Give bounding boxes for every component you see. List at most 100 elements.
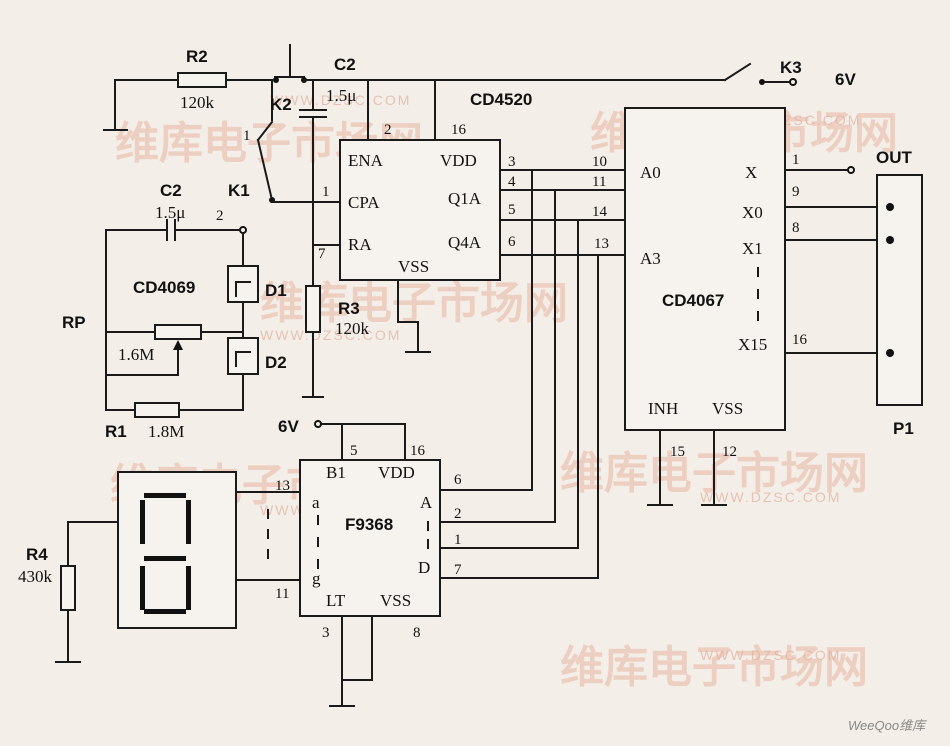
supply-label: 6V bbox=[835, 70, 856, 89]
d2-label: D2 bbox=[265, 353, 287, 372]
d1-inverter bbox=[227, 265, 259, 303]
r4-resistor: R4 430k bbox=[18, 521, 119, 663]
pin-ena: ENA bbox=[348, 151, 384, 170]
r3-label: R3 bbox=[338, 299, 360, 318]
k1-pos-label: 2 bbox=[216, 208, 224, 224]
pin-a3: A3 bbox=[640, 249, 661, 268]
pin-number: 10 bbox=[592, 154, 607, 170]
rp-value: 1.6M bbox=[118, 345, 154, 364]
watermark-url: WWW.DZSC.COM bbox=[270, 92, 411, 108]
r2-value: 120k bbox=[180, 93, 215, 112]
counter-bus bbox=[439, 169, 626, 579]
supply-label: 6V bbox=[278, 417, 299, 436]
r1-label: R1 bbox=[105, 422, 127, 441]
pin-b1: B1 bbox=[326, 463, 346, 482]
pin-ra: RA bbox=[348, 235, 372, 254]
pin-vdd: VDD bbox=[440, 151, 477, 170]
watermark-url: WWW.DZSC.COM bbox=[260, 327, 401, 343]
c2-label: C2 bbox=[334, 55, 356, 74]
pin-number: 1 bbox=[322, 184, 330, 200]
pin-number: 8 bbox=[792, 220, 800, 236]
ic-label: CD4520 bbox=[470, 90, 532, 109]
pin-number: 3 bbox=[322, 625, 330, 641]
r2-resistor bbox=[177, 72, 227, 88]
pin-number: 1 bbox=[454, 532, 462, 548]
k1-pos-label: 1 bbox=[243, 128, 251, 144]
d1-label: D1 bbox=[265, 281, 287, 300]
r3-resistor: R3 120k bbox=[302, 285, 370, 398]
pin-number: 16 bbox=[792, 332, 808, 348]
pin-number: 8 bbox=[413, 625, 421, 641]
f9368-chip: B1 VDD a g A D LT VSS F9368 6V 5 1 6 13 1… bbox=[275, 417, 462, 707]
pin-a: a bbox=[312, 493, 320, 512]
c2-value: 1.5μ bbox=[155, 203, 185, 222]
r1-resistor bbox=[134, 402, 180, 418]
pin-aa: A bbox=[420, 493, 433, 512]
pin-g: g bbox=[312, 569, 321, 588]
pin-number: 4 bbox=[508, 174, 516, 190]
oscillator: CD4069 C2 1.5μ K1 2 1 RP 1.6M R1 1.8M D1… bbox=[62, 128, 287, 441]
p1-label: P1 bbox=[893, 419, 914, 438]
r1-value: 1.8M bbox=[148, 422, 184, 441]
r3-value: 120k bbox=[335, 319, 370, 338]
pin-number: 6 bbox=[454, 472, 462, 488]
pin-number: 16 bbox=[451, 122, 467, 138]
r4-value: 430k bbox=[18, 567, 53, 586]
pin-q4a: Q4A bbox=[448, 233, 482, 252]
ic-label: F9368 bbox=[345, 515, 393, 534]
pin-vss: VSS bbox=[380, 591, 411, 610]
pin-number: 1 bbox=[792, 152, 800, 168]
pin-vdd: VDD bbox=[378, 463, 415, 482]
seven-segment-display bbox=[117, 471, 301, 629]
pin-number: 15 bbox=[670, 444, 685, 460]
rp-label: RP bbox=[62, 313, 86, 332]
pin-q1a: Q1A bbox=[448, 189, 482, 208]
k3-label: K3 bbox=[780, 58, 802, 77]
p1-connector: OUT P1 bbox=[876, 148, 923, 438]
r4-label: R4 bbox=[26, 545, 48, 564]
rp-potentiometer bbox=[154, 324, 202, 340]
pin-number: 2 bbox=[384, 122, 392, 138]
d2-inverter bbox=[227, 337, 259, 375]
ic-label: CD4067 bbox=[662, 291, 724, 310]
k1-label: K1 bbox=[228, 181, 250, 200]
pin-number: 9 bbox=[792, 184, 800, 200]
ic-label: CD4069 bbox=[133, 278, 195, 297]
pin-number: 5 bbox=[508, 202, 516, 218]
pin-number: 13 bbox=[275, 478, 290, 494]
k1-switch bbox=[239, 79, 341, 234]
pin-cpa: CPA bbox=[348, 193, 380, 212]
pin-d: D bbox=[418, 558, 430, 577]
watermark-text: 维库电子市场网 bbox=[560, 642, 868, 693]
pin-number: 11 bbox=[275, 586, 289, 602]
k3-switch bbox=[723, 62, 752, 82]
k2-label: K2 bbox=[270, 95, 292, 114]
pin-number: 14 bbox=[592, 204, 608, 220]
pin-number: 3 bbox=[508, 154, 516, 170]
pin-vss: VSS bbox=[712, 399, 743, 418]
pin-number: 6 bbox=[508, 234, 516, 250]
pin-x15: X15 bbox=[738, 335, 767, 354]
pin-number: 2 bbox=[454, 506, 462, 522]
pin-a0: A0 bbox=[640, 163, 661, 182]
pin-lt: LT bbox=[326, 591, 346, 610]
c2-label: C2 bbox=[160, 181, 182, 200]
pin-number: 7 bbox=[454, 562, 462, 578]
pin-number: 5 bbox=[350, 443, 358, 459]
out-label: OUT bbox=[876, 148, 913, 167]
cd4520-chip: ENA CPA RA VDD Q1A Q4A VSS CD4520 2 16 1… bbox=[312, 90, 532, 353]
pin-vss: VSS bbox=[398, 257, 429, 276]
footer-brand: WeeQoo维库 bbox=[848, 718, 927, 733]
cd4067-chip: A0 A3 X X0 X1 X15 INH VSS CD4067 10 11 1… bbox=[592, 107, 891, 506]
r2-label: R2 bbox=[186, 47, 208, 66]
c2-value: 1.5μ bbox=[326, 86, 356, 105]
pin-number: 12 bbox=[722, 444, 737, 460]
pin-x0: X0 bbox=[742, 203, 763, 222]
top-rail bbox=[103, 44, 797, 396]
pin-number: 13 bbox=[594, 236, 609, 252]
pin-inh: INH bbox=[648, 399, 678, 418]
pin-number: 11 bbox=[592, 174, 606, 190]
watermark-url: WWW.DZSC.COM bbox=[700, 489, 841, 505]
